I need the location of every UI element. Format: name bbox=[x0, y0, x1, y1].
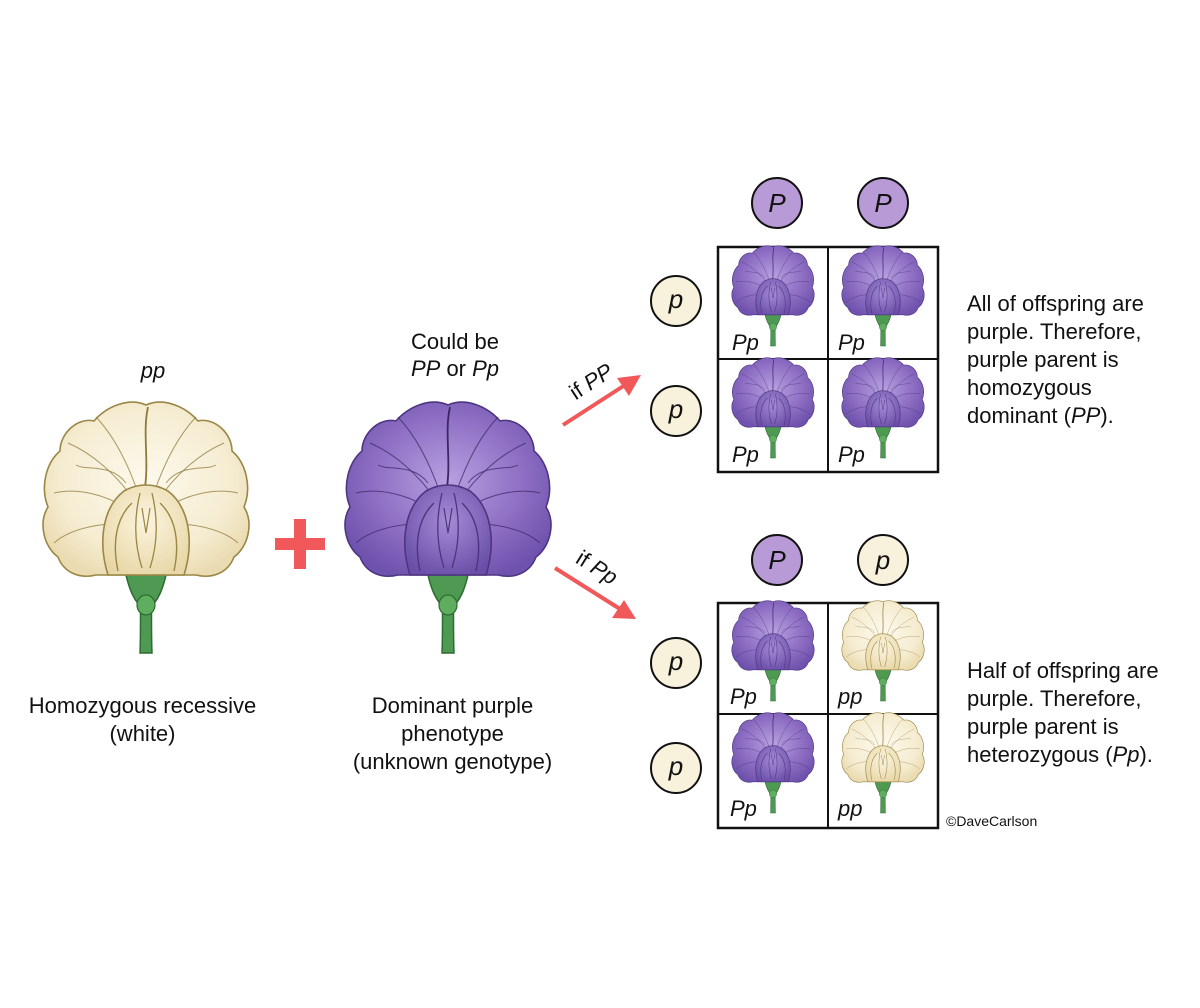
gamete-top-2: P bbox=[874, 188, 892, 218]
allele-circle bbox=[751, 177, 803, 229]
recessive-caption-line1: Homozygous recessive bbox=[28, 693, 257, 718]
conclusion-genotype: PP bbox=[1070, 403, 1101, 428]
allele-circle bbox=[857, 177, 909, 229]
conclusion-text: ). bbox=[1139, 742, 1153, 767]
conclusion-text: dominant ( bbox=[967, 403, 1071, 428]
white-flower-drawing bbox=[42, 401, 250, 654]
offspring-flower bbox=[841, 357, 925, 459]
cross-plus-icon bbox=[275, 519, 325, 569]
conclusion-text: heterozygous ( bbox=[967, 742, 1113, 767]
offspring-flower bbox=[731, 245, 815, 347]
conclusion-2-line4: heterozygous (Pp). bbox=[967, 741, 1153, 768]
cell-genotype: Pp bbox=[730, 796, 757, 821]
purple-flower-drawing bbox=[731, 712, 815, 814]
offspring-flower bbox=[841, 245, 925, 347]
offspring-flower bbox=[731, 600, 815, 702]
dominant-caption-line3: (unknown genotype) bbox=[352, 749, 553, 774]
conclusion-text: ). bbox=[1100, 403, 1114, 428]
gamete-side-2: p bbox=[668, 394, 684, 424]
gamete-top-1: P bbox=[768, 545, 786, 575]
offspring-flower bbox=[731, 712, 815, 814]
gamete-top-2: p bbox=[875, 545, 891, 575]
conclusion-1-line1: All of offspring are bbox=[967, 291, 1144, 316]
genotype-PP: PP bbox=[410, 356, 441, 381]
recessive-caption-line2: (white) bbox=[109, 721, 176, 746]
cell-genotype: pp bbox=[838, 796, 863, 821]
allele-circle bbox=[650, 275, 702, 327]
cell-genotype: Pp bbox=[838, 330, 865, 355]
purple-flower-drawing bbox=[841, 357, 925, 459]
arrow-if-Pp bbox=[553, 566, 636, 619]
recessive-genotype-label: pp bbox=[140, 358, 166, 383]
allele-circle bbox=[650, 637, 702, 689]
cell-genotype: Pp bbox=[732, 330, 759, 355]
conclusion-2-line2: purple. Therefore, bbox=[967, 686, 1142, 711]
genotype-Pp: Pp bbox=[472, 356, 500, 381]
dominant-heading-line2: PP or Pp bbox=[385, 355, 525, 382]
conclusion-1-line2: purple. Therefore, bbox=[967, 319, 1142, 344]
conclusion-genotype: Pp bbox=[1112, 742, 1140, 767]
purple-flower-drawing bbox=[731, 357, 815, 459]
offspring-flower bbox=[731, 357, 815, 459]
gamete-side-2: p bbox=[668, 751, 684, 781]
purple-flower-drawing bbox=[731, 245, 815, 347]
white-flower-drawing bbox=[841, 712, 925, 814]
purple-parent-flower bbox=[344, 401, 552, 654]
allele-circle bbox=[857, 534, 909, 586]
allele-circle bbox=[751, 534, 803, 586]
punnett-square-pp-x-Pp bbox=[650, 534, 940, 830]
copyright-credit: ©DaveCarlson bbox=[946, 813, 1038, 829]
cell-genotype: Pp bbox=[730, 684, 757, 709]
gamete-side-1: p bbox=[668, 284, 684, 314]
white-flower-drawing bbox=[841, 600, 925, 702]
conclusion-1-line3: purple parent is bbox=[967, 347, 1119, 372]
punnett-square-pp-x-PP bbox=[650, 177, 940, 474]
offspring-flower bbox=[841, 600, 925, 702]
allele-circle bbox=[650, 385, 702, 437]
dominant-caption-line1: Dominant purple bbox=[371, 693, 534, 718]
white-parent-flower bbox=[42, 401, 250, 654]
dominant-heading-line1: Could be bbox=[410, 329, 500, 354]
conclusion-2-line1: Half of offspring are bbox=[967, 658, 1159, 683]
purple-flower-drawing bbox=[344, 401, 552, 654]
cell-genotype: Pp bbox=[732, 442, 759, 467]
offspring-flower bbox=[841, 712, 925, 814]
arrow-if-PP bbox=[561, 375, 641, 427]
gamete-side-1: p bbox=[668, 646, 684, 676]
conclusion-1-line4: homozygous bbox=[967, 375, 1092, 400]
conclusion-1-line5: dominant (PP). bbox=[967, 402, 1114, 429]
purple-flower-drawing bbox=[731, 600, 815, 702]
cell-genotype: Pp bbox=[838, 442, 865, 467]
allele-circle bbox=[650, 742, 702, 794]
gamete-top-1: P bbox=[768, 188, 786, 218]
cell-genotype: pp bbox=[838, 684, 863, 709]
or-word: or bbox=[446, 356, 466, 381]
conclusion-2-line3: purple parent is bbox=[967, 714, 1119, 739]
dominant-caption-line2: phenotype bbox=[401, 721, 504, 746]
purple-flower-drawing bbox=[841, 245, 925, 347]
